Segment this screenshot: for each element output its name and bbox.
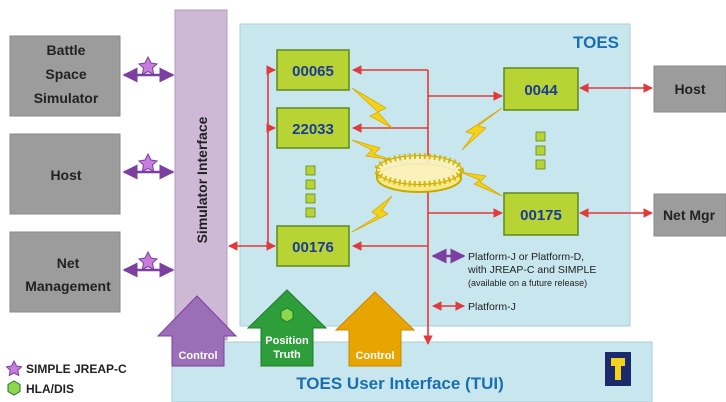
platform-j-links [228, 65, 653, 345]
node-00065: 00065 [276, 49, 350, 91]
svg-text:Position: Position [265, 335, 309, 347]
control-arrow-purple: Control [156, 295, 238, 367]
external-box-net-management: Net Management [9, 231, 121, 313]
external-box-host-left: Host [9, 133, 121, 215]
svg-text:with JREAP-C and SIMPLE: with JREAP-C and SIMPLE [467, 264, 596, 276]
svg-text:HLA/DIS: HLA/DIS [26, 382, 74, 396]
svg-text:Space: Space [45, 66, 86, 82]
svg-text:00176: 00176 [292, 239, 334, 256]
svg-text:00175: 00175 [520, 207, 562, 224]
tui-bar [171, 341, 653, 402]
tui-title: TOES User Interface (TUI) [296, 374, 504, 393]
node-0044: 0044 [503, 67, 579, 111]
network-ring [374, 153, 464, 193]
svg-text:Platform-J or Platform-D,: Platform-J or Platform-D, [468, 251, 584, 263]
svg-text:00065: 00065 [292, 63, 334, 80]
node-22033: 22033 [276, 107, 350, 149]
hexagon-icon [7, 380, 21, 396]
svg-text:Control: Control [355, 350, 394, 362]
simulator-interface-column [174, 9, 228, 341]
more-nodes-indicator [305, 131, 546, 218]
hexagon-icon [280, 307, 294, 323]
svg-text:22033: 22033 [292, 121, 334, 138]
tui-logo-icon [605, 352, 631, 386]
star-icon [137, 55, 159, 271]
svg-text:Truth: Truth [273, 349, 301, 361]
toes-title: TOES [573, 33, 619, 52]
svg-text:Host: Host [50, 167, 81, 183]
svg-text:Net Mgr: Net Mgr [663, 207, 716, 223]
svg-text:Net: Net [57, 255, 80, 271]
external-box-host-right: Host [653, 65, 726, 113]
star-icon [5, 359, 23, 377]
external-box-battle-space-simulator: Battle Space Simulator [9, 35, 121, 117]
svg-text:SIMPLE JREAP-C: SIMPLE JREAP-C [26, 362, 127, 376]
svg-text:Simulator: Simulator [34, 90, 99, 106]
simulator-interface-label: Simulator Interface [194, 116, 210, 243]
svg-text:Battle: Battle [47, 42, 86, 58]
svg-text:0044: 0044 [524, 82, 558, 99]
position-truth-arrow-green: Position Truth [246, 289, 328, 367]
external-box-net-mgr: Net Mgr [653, 193, 726, 237]
node-00176: 00176 [276, 225, 350, 267]
svg-text:Platform-J: Platform-J [468, 301, 516, 313]
node-00175: 00175 [503, 192, 579, 236]
control-arrow-gold: Control [334, 291, 416, 367]
svg-text:Management: Management [25, 278, 111, 294]
link-simple-jreap-left [122, 67, 175, 278]
svg-text:Control: Control [178, 350, 217, 362]
symbol-key: SIMPLE JREAP-C HLA/DIS [5, 359, 127, 396]
svg-text:(available on a future release: (available on a future release) [468, 278, 587, 288]
link-legend: Platform-J or Platform-D, with JREAP-C a… [431, 248, 596, 313]
svg-text:Host: Host [674, 81, 705, 97]
